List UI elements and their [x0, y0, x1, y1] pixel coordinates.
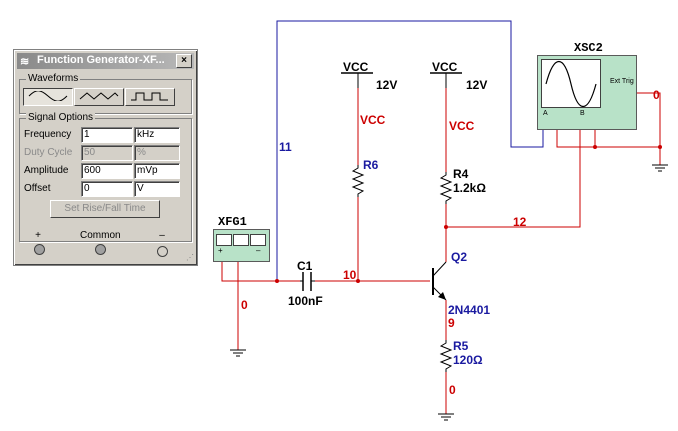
sine-wave-icon [28, 91, 68, 101]
frequency-unit-field[interactable]: kHz [134, 127, 180, 143]
net-label-11: 11 [279, 140, 292, 154]
transistor-q2-arrow-icon [438, 292, 446, 300]
vcc1-label: VCC [343, 60, 369, 74]
offset-label: Offset [24, 183, 51, 194]
xfg1-label: XFG1 [218, 215, 247, 229]
q2-label: Q2 [451, 250, 467, 264]
vcc2-label: VCC [432, 60, 458, 74]
plus-terminal-label: + [35, 230, 41, 241]
junction-dot [593, 145, 597, 149]
sine-wave-icon [545, 61, 597, 107]
net-label-0-generator: 0 [241, 298, 248, 312]
wire-net-11[interactable] [276, 20, 544, 281]
resistor-r4[interactable] [439, 172, 453, 204]
triangle-wave-icon [79, 92, 119, 100]
net-label-vcc-2: VCC [449, 119, 475, 133]
sine-wave-icon [216, 234, 232, 246]
vcc2-value: 12V [466, 78, 487, 92]
amplitude-unit-field[interactable]: mVp [134, 163, 180, 179]
triangle-wave-button[interactable] [74, 88, 124, 106]
common-terminal-connector[interactable] [95, 244, 106, 255]
duty-cycle-input: 50 [81, 145, 133, 161]
frequency-input[interactable]: 1 [81, 127, 133, 143]
transistor-q2-collector [432, 261, 447, 277]
c1-label: C1 [297, 259, 313, 273]
xfg1-instrument[interactable]: + – [213, 229, 270, 262]
duty-cycle-label: Duty Cycle [24, 147, 73, 158]
xsc2-oscilloscope[interactable]: Ext Trig A B [537, 55, 637, 130]
wire-ext-trig[interactable] [628, 92, 661, 147]
channel-b-label: B [580, 110, 585, 117]
wire-scope-ground[interactable] [556, 121, 661, 165]
wire-generator-output[interactable] [221, 260, 300, 282]
common-terminal-label: Common [80, 230, 121, 241]
app-icon: ≋ [20, 56, 30, 68]
resize-grip-icon[interactable]: ⋰ [186, 253, 194, 262]
triangle-wave-icon [233, 234, 249, 246]
amplitude-input[interactable]: 600 [81, 163, 133, 179]
waveforms-group: Waveforms [19, 73, 192, 114]
junction-dot [658, 145, 662, 149]
oscilloscope-screen [541, 59, 601, 108]
set-rise-fall-time-button: Set Rise/Fall Time [50, 200, 160, 218]
q2-model: 2N4401 [448, 303, 490, 317]
net-label-0-emitter: 0 [449, 383, 456, 397]
net-label-9: 9 [448, 316, 455, 330]
vcc1-value: 12V [376, 78, 397, 92]
r4-value: 1.2kΩ [453, 181, 486, 195]
minus-terminal-label: – [159, 230, 165, 241]
c1-value: 100nF [288, 294, 323, 308]
net-label-0-scope: 0 [653, 88, 660, 102]
channel-a-label: A [543, 110, 548, 117]
offset-input[interactable]: 0 [81, 181, 133, 197]
r5-value: 120Ω [453, 353, 483, 367]
function-generator-window[interactable]: ≋ Function Generator-XF... × Waveforms S… [13, 49, 198, 266]
resistor-r6[interactable] [351, 165, 365, 197]
ground-icon [438, 413, 454, 421]
waveforms-group-title: Waveforms [26, 73, 81, 84]
r6-label: R6 [363, 158, 379, 172]
r4-label: R4 [453, 167, 469, 181]
signal-options-group: Signal Options Frequency 1 kHz Duty Cycl… [19, 112, 192, 242]
ext-trig-label: Ext Trig [610, 78, 634, 85]
sine-wave-button[interactable] [23, 88, 73, 106]
xfg1-plus-terminal: + [218, 246, 223, 255]
net-label-vcc-1: VCC [360, 113, 386, 127]
r5-label: R5 [453, 339, 469, 353]
square-wave-icon [131, 92, 168, 101]
xsc2-label: XSC2 [574, 41, 603, 55]
square-wave-button[interactable] [125, 88, 175, 106]
window-title: Function Generator-XF... [37, 54, 165, 66]
xfg1-minus-terminal: – [256, 246, 261, 255]
net-label-10: 10 [343, 268, 357, 282]
offset-unit-field[interactable]: V [134, 181, 180, 197]
square-wave-icon [250, 234, 266, 246]
ground-icon [230, 349, 246, 357]
junction-dot [275, 279, 279, 283]
net-label-12: 12 [513, 215, 527, 229]
minus-terminal-connector[interactable] [157, 246, 168, 257]
frequency-label: Frequency [24, 129, 72, 140]
ground-icon [652, 164, 668, 172]
close-button[interactable]: × [176, 54, 192, 68]
wire-net-12[interactable] [446, 121, 581, 228]
signal-options-title: Signal Options [26, 112, 96, 123]
resistor-r5[interactable] [439, 340, 453, 372]
plus-terminal-connector[interactable] [34, 244, 45, 255]
amplitude-label: Amplitude [24, 165, 69, 176]
duty-cycle-unit-field: % [134, 145, 180, 161]
window-titlebar[interactable]: ≋ Function Generator-XF... × [17, 53, 194, 69]
